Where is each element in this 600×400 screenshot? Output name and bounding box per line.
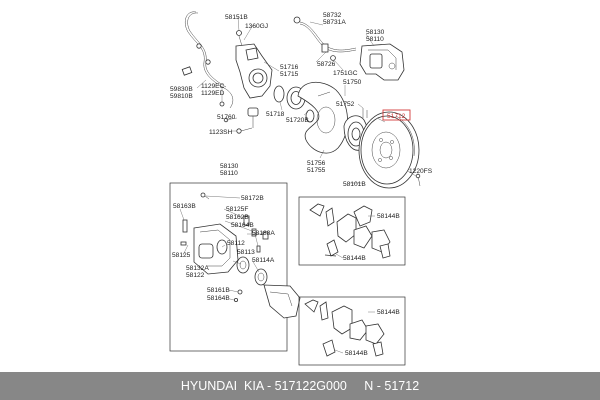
label-58164B-a: 58164B xyxy=(231,222,254,229)
label-58112: 58112 xyxy=(227,240,245,247)
label-51715: 51715 xyxy=(280,71,299,78)
label-58144B-d: 58144B xyxy=(345,350,368,357)
label-58130-mid: 58130 xyxy=(220,163,239,170)
label-51718: 51718 xyxy=(266,111,285,118)
label-1129ED: 1129ED xyxy=(201,90,225,97)
label-58164B-b: 58164B xyxy=(207,295,230,302)
caliper-assembly-top xyxy=(359,43,405,81)
label-58144B-c: 58144B xyxy=(377,309,400,316)
pad-kit-2 xyxy=(304,299,385,357)
label-58144B-a: 58144B xyxy=(377,213,400,220)
label-58125F: 58125F xyxy=(226,206,248,213)
label-58130-top: 58130 xyxy=(366,29,385,36)
label-51756: 51756 xyxy=(307,160,326,167)
label-1751GC: 1751GC xyxy=(333,70,358,77)
caliper-parts xyxy=(180,192,301,319)
label-51720B: 51720B xyxy=(286,117,309,124)
label-58161B: 58161B xyxy=(207,287,230,294)
pad-kit-box-2 xyxy=(298,296,406,366)
label-58732: 58732 xyxy=(323,12,342,19)
label-58122: 58122 xyxy=(186,272,205,279)
pad-kit-box-1 xyxy=(298,196,406,266)
label-58726: 58726 xyxy=(317,61,336,68)
caliper-group-box xyxy=(169,182,288,352)
label-58188A: 58188A xyxy=(252,230,275,237)
highlight-box-51712 xyxy=(382,109,411,121)
label-59810B: 59810B xyxy=(170,93,193,100)
label-59830B: 59830B xyxy=(170,86,193,93)
leader-lines xyxy=(179,16,417,354)
label-51755: 51755 xyxy=(307,167,326,174)
label-58151B: 58151B xyxy=(225,14,248,21)
wheel-bearing xyxy=(273,85,315,123)
label-58113: 58113 xyxy=(237,249,255,256)
label-51712: 51712 xyxy=(387,113,406,120)
label-58101B: 58101B xyxy=(343,181,366,188)
brake-disc xyxy=(358,111,420,189)
label-1360GJ: 1360GJ xyxy=(245,23,268,30)
label-58162B: 58162B xyxy=(226,214,249,221)
label-1220FS: 1220FS xyxy=(409,168,433,175)
label-58110-mid: 58110 xyxy=(220,170,238,177)
part-number-footer: HYUNDAI KIA - 517122G000 N - 51712 xyxy=(0,372,600,400)
label-58731A: 58731A xyxy=(323,19,346,26)
pad-kit-1 xyxy=(309,203,391,259)
label-1129EC: 1129EC xyxy=(201,83,225,90)
label-58110-top: 58110 xyxy=(366,36,384,43)
label-51750: 51750 xyxy=(343,79,362,86)
part-labels: 58151B 1360GJ 58732 58731A 58130 58110 5… xyxy=(170,12,433,357)
label-58172B: 58172B xyxy=(241,195,264,202)
label-51752: 51752 xyxy=(336,101,355,108)
label-1123SH: 1123SH xyxy=(209,129,233,136)
label-51760: 51760 xyxy=(217,114,236,121)
label-58132A: 58132A xyxy=(186,265,209,272)
parts-diagram: 58151B 1360GJ 58732 58731A 58130 58110 5… xyxy=(169,11,433,366)
steering-knuckle xyxy=(223,30,273,134)
label-51716: 51716 xyxy=(280,64,299,71)
label-58144B-b: 58144B xyxy=(343,255,366,262)
label-58125: 58125 xyxy=(172,252,191,259)
label-58114A: 58114A xyxy=(252,257,275,264)
label-58163B: 58163B xyxy=(173,203,196,210)
brake-hose xyxy=(293,16,357,61)
